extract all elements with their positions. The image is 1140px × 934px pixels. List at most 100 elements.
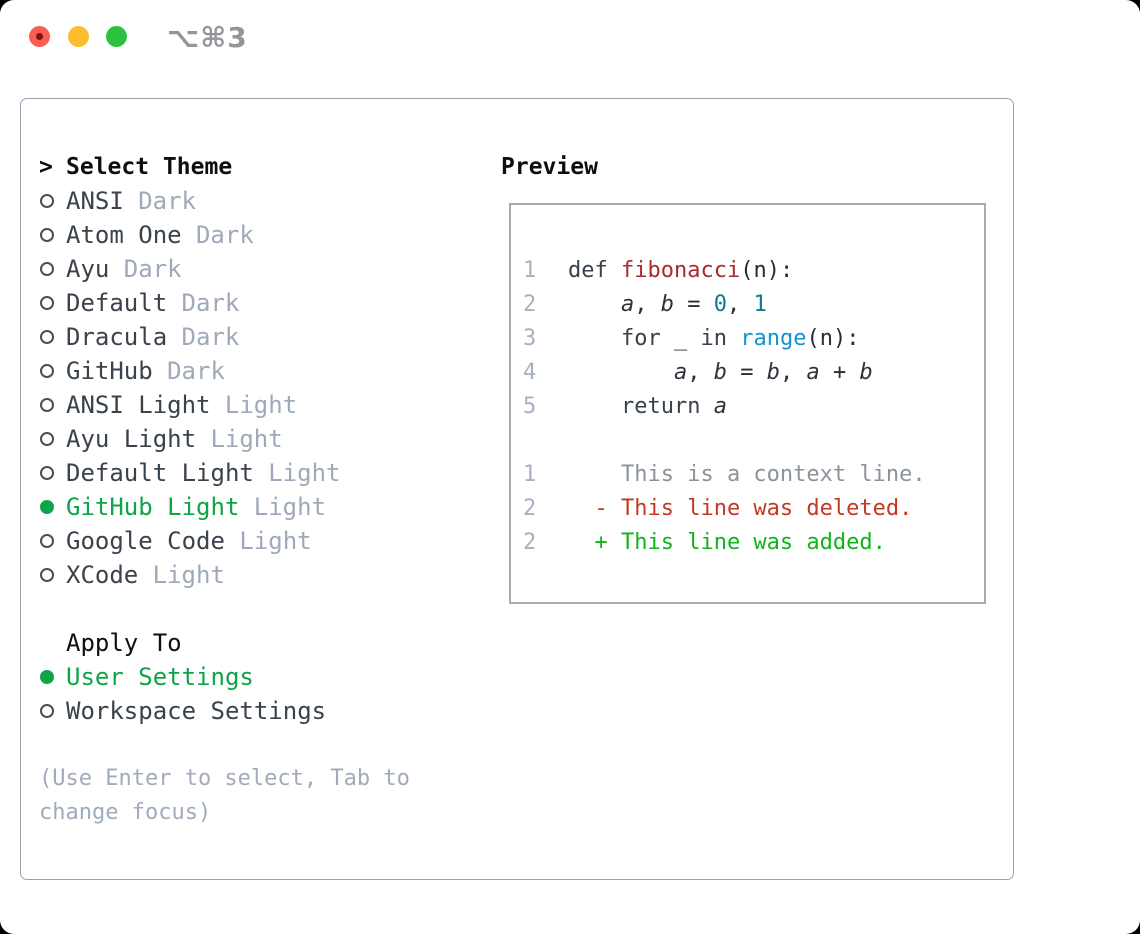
radio-icon [40,704,54,718]
code-line-text: return a [620,393,727,419]
theme-option[interactable]: Default Light Light [39,456,410,490]
theme-name: ANSI Light [66,391,211,419]
theme-variant: Dark [138,187,196,215]
unsaved-indicator-dot [36,33,43,40]
theme-option[interactable]: ANSI Light Light [39,388,410,422]
theme-name: XCode [66,561,139,589]
theme-option[interactable]: Ayu Light Light [39,422,410,456]
theme-name: Dracula [66,323,168,351]
diff-line: 1 This is a context line. [523,457,974,491]
theme-variant: Dark [123,255,182,283]
help-text: (Use Enter to select, Tab to change focu… [39,766,410,825]
line-number: 1 [523,257,537,283]
theme-variant: Dark [181,289,240,317]
theme-variant: Light [253,493,327,521]
code-line: 3 for _ in range(n): [523,321,974,355]
code-line: 4 a, b = b, a + b [523,355,974,389]
window-shortcut-label: ⌥⌘3 [167,21,248,54]
theme-name: Default Light [66,459,254,487]
radio-icon [40,296,54,310]
radio-icon [40,262,54,276]
code-line-text: def fibonacci(n): [568,257,794,283]
radio-icon [40,500,54,514]
apply-to-title: Apply To [66,629,182,657]
theme-name: Ayu Light [66,425,197,453]
theme-option[interactable]: Default Dark [39,286,410,320]
theme-name: ANSI [66,187,124,215]
diff-line-text: This is a context line. [568,461,926,487]
spacer [523,423,974,457]
code-line-text: a, b = 0, 1 [620,291,767,317]
theme-list: ANSI Dark Atom One Dark Ayu Dark Default… [39,184,410,592]
code-sample: 1 def fibonacci(n): 2 a, b = 0, 1 3 for … [523,253,974,423]
code-line: 5 return a [523,389,974,423]
theme-option[interactable]: XCode Light [39,558,410,592]
theme-name: Google Code [66,527,225,555]
theme-option[interactable]: Google Code Light [39,524,410,558]
theme-variant: Light [268,459,341,487]
select-theme-header: > Select Theme [39,150,410,184]
zoom-button[interactable] [106,26,127,47]
theme-variant: Dark [195,221,254,249]
radio-icon [40,466,54,480]
apply-to-list: User Settings Workspace Settings [39,660,410,728]
theme-variant: Light [239,527,312,555]
theme-name: Default [66,289,168,317]
theme-option[interactable]: Ayu Dark [39,252,410,286]
diff-sample: 1 This is a context line. 2 - This line … [523,457,974,559]
line-number: 5 [523,393,537,419]
theme-name: Atom One [66,221,182,249]
theme-option[interactable]: Atom One Dark [39,218,410,252]
preview-box: 1 def fibonacci(n): 2 a, b = 0, 1 3 for … [509,203,986,604]
theme-option[interactable]: GitHub Dark [39,354,410,388]
radio-icon [40,330,54,344]
radio-icon [40,364,54,378]
radio-icon [40,432,54,446]
cursor-prefix-icon: > [39,154,53,180]
line-number: 3 [523,325,537,351]
apply-option[interactable]: User Settings [39,660,410,694]
radio-icon [40,228,54,242]
theme-name: GitHub Light [66,493,240,521]
theme-name: Ayu [66,255,110,283]
spacer [39,728,410,762]
theme-variant: Light [224,391,298,419]
theme-variant: Light [210,425,283,453]
line-number: 2 [523,291,537,317]
preview-pane: Preview 1 def fibonacci(n): 2 a, b = 0, … [501,150,986,604]
radio-icon [40,568,54,582]
code-line: 1 def fibonacci(n): [523,253,974,287]
radio-icon [40,670,54,684]
radio-icon [40,534,54,548]
diff-line: 2 - This line was deleted. [523,491,974,525]
theme-variant: Dark [167,357,225,385]
code-line-text: for _ in range(n): [620,325,860,351]
minimize-button[interactable] [68,26,89,47]
diff-line: 2 + This line was added. [523,525,974,559]
apply-option[interactable]: Workspace Settings [39,694,410,728]
main-panel: > Select Theme ANSI Dark Atom One Dark A… [20,98,1014,880]
apply-option-label: User Settings [66,663,254,691]
theme-name: GitHub [66,357,153,385]
apply-to-header: Apply To [39,626,410,660]
line-number: 2 [523,495,537,521]
theme-option[interactable]: Dracula Dark [39,320,410,354]
preview-title: Preview [501,154,598,180]
code-line: 2 a, b = 0, 1 [523,287,974,321]
theme-variant: Light [152,561,225,589]
select-theme-title: Select Theme [66,154,233,180]
diff-line-text: + This line was added. [568,529,886,555]
theme-option[interactable]: GitHub Light Light [39,490,410,524]
line-number: 4 [523,359,537,385]
theme-picker: > Select Theme ANSI Dark Atom One Dark A… [39,150,410,830]
spacer [39,592,410,626]
code-line-text: a, b = b, a + b [673,359,873,385]
close-button[interactable] [29,26,50,47]
radio-icon [40,194,54,208]
titlebar: ⌥⌘3 [0,0,1140,74]
line-number: 1 [523,461,537,487]
diff-line-text: - This line was deleted. [568,495,913,521]
theme-option[interactable]: ANSI Dark [39,184,410,218]
line-number: 2 [523,529,537,555]
